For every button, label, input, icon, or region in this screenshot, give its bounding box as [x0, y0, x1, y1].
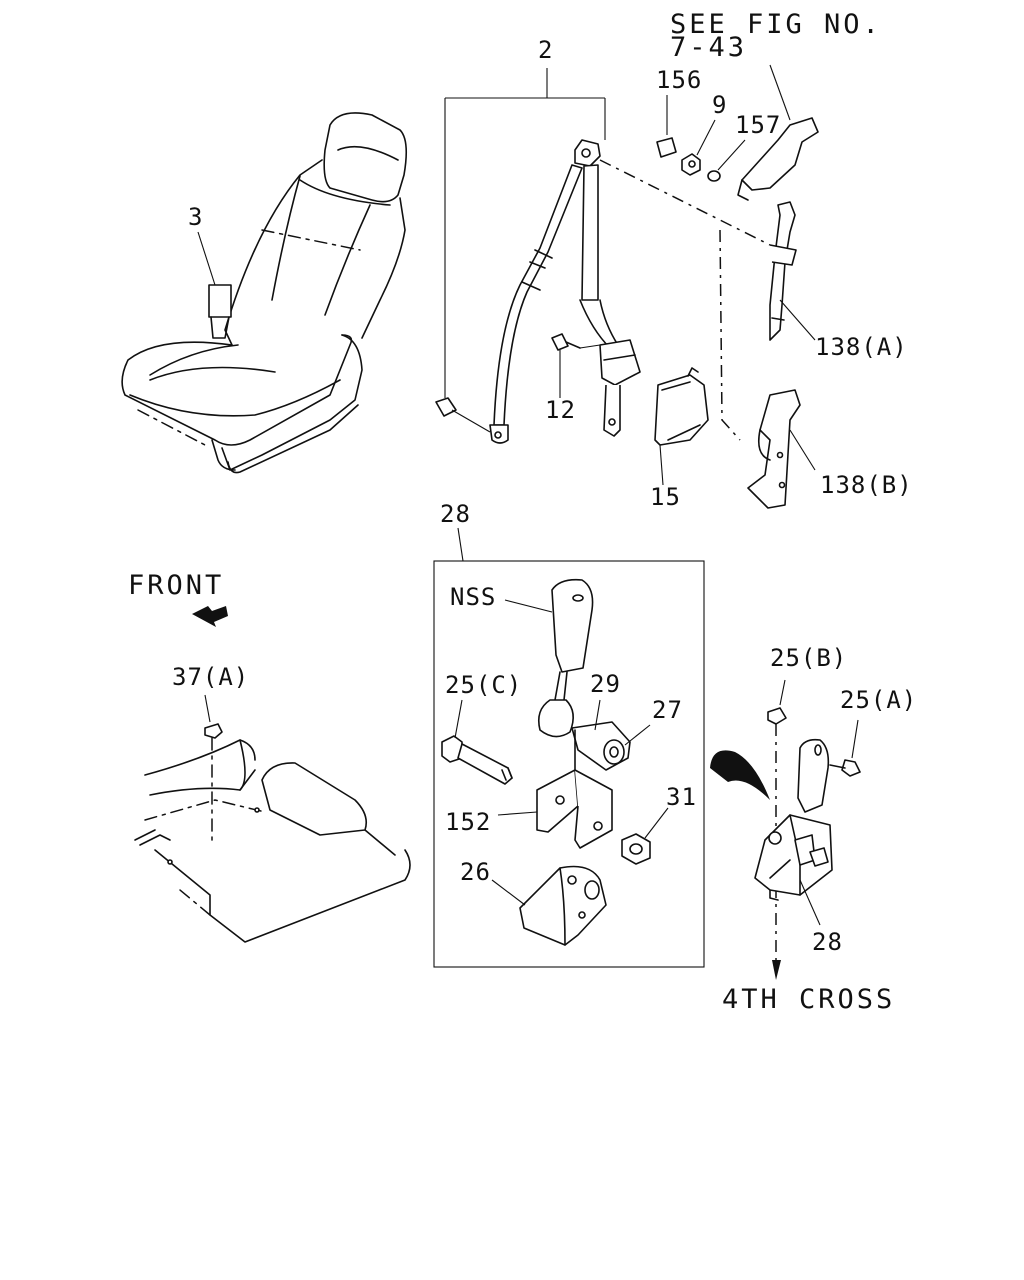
callout-3: 3: [188, 203, 203, 231]
callout-156: 156: [656, 66, 702, 94]
cross-member-label: 4TH CROSS: [722, 984, 895, 1015]
callout-138b: 138(B): [820, 471, 913, 499]
callout-nss: NSS: [450, 583, 496, 611]
seat-belt-assembly: [435, 68, 709, 446]
bracket-assembly: [599, 64, 819, 509]
callout-2: 2: [538, 36, 553, 64]
callout-28-bottom: 28: [812, 928, 843, 956]
front-label: FRONT: [128, 570, 224, 601]
anchor-kit-box: [433, 527, 705, 968]
anchor-bolt-icon: [435, 397, 491, 433]
bolt-12-icon: [551, 333, 601, 351]
see-fig-number: 7-43: [670, 32, 747, 63]
callout-157: 157: [735, 111, 781, 139]
callout-25b: 25(B): [770, 644, 847, 672]
see-fig-label: SEE FIG NO.: [670, 9, 882, 40]
callout-15: 15: [650, 483, 681, 511]
retractor-cover-icon: [654, 367, 709, 446]
callout-12: 12: [545, 396, 576, 424]
callout-9: 9: [712, 91, 727, 119]
callout-26: 26: [460, 858, 491, 886]
callout-31: 31: [666, 783, 697, 811]
floor-panel-illustration: [134, 723, 411, 943]
callout-28-top: 28: [440, 500, 471, 528]
front-direction-arrow: [192, 606, 228, 627]
callout-138a: 138(A): [815, 333, 908, 361]
callout-27: 27: [652, 696, 683, 724]
callout-152: 152: [445, 808, 491, 836]
callout-29: 29: [590, 670, 621, 698]
seat-illustration: [121, 112, 408, 474]
assembled-anchor: [710, 679, 861, 980]
callout-25c: 25(C): [445, 671, 522, 699]
callout-37a: 37(A): [172, 663, 249, 691]
callout-25a: 25(A): [840, 686, 917, 714]
